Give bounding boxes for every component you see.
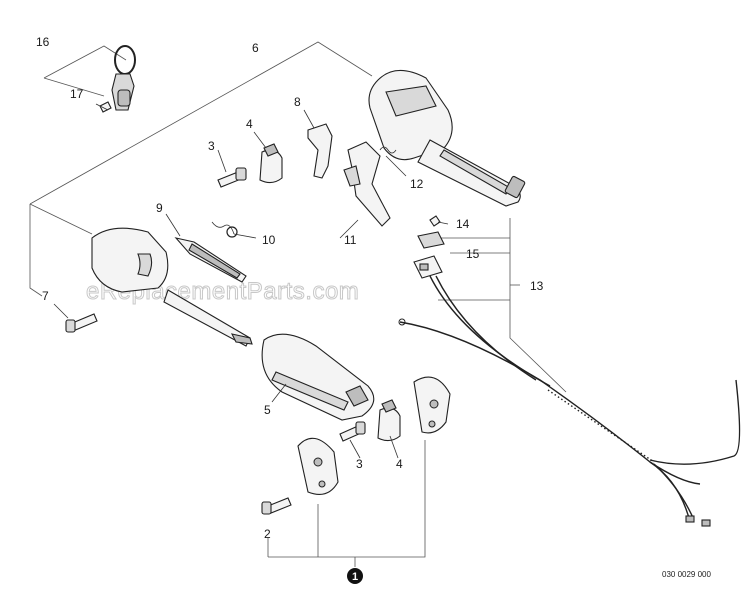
leader-lines (53, 103, 449, 459)
callout-7: 7 (42, 289, 49, 303)
assembly-badge: 1 (347, 568, 363, 584)
callout-8: 8 (294, 95, 301, 109)
handle-housing-part (368, 69, 526, 207)
throttle-cable-harness (398, 275, 741, 527)
clamp-ring-bottom-part (377, 399, 401, 442)
screw-3-bottom-part (339, 421, 366, 442)
callout-10: 10 (262, 233, 276, 247)
callout-14: 14 (456, 217, 470, 231)
handle-half-part (91, 227, 253, 347)
callout-3-top: 3 (208, 139, 215, 153)
callout-12: 12 (410, 177, 424, 191)
lockout-lever-part (307, 123, 333, 179)
throttle-trigger-part (343, 141, 391, 227)
callout-4-bottom: 4 (396, 457, 403, 471)
clamp-half-left-part (297, 437, 339, 495)
callout-2: 2 (264, 527, 271, 541)
link-bar-part (174, 237, 247, 283)
callout-17: 17 (70, 87, 84, 101)
screw-3-top-part (217, 167, 247, 188)
assembly-brackets (29, 41, 567, 567)
callout-6: 6 (252, 41, 259, 55)
switch-screw-14-part (429, 215, 441, 227)
callout-4-top: 4 (246, 117, 253, 131)
ring-clip-part (111, 45, 136, 111)
screw-17-part (99, 101, 112, 113)
callout-5: 5 (264, 403, 271, 417)
switch-housing-part (413, 255, 443, 279)
drawing-code: 030 0029 000 (662, 570, 711, 579)
callout-15: 15 (466, 247, 480, 261)
torsion-spring-10-part (211, 221, 238, 238)
assembly-badge-number: 1 (352, 571, 358, 583)
screw-7-part (65, 313, 98, 333)
spring-12-part (379, 146, 397, 154)
clamp-half-right-part (413, 376, 451, 434)
callout-16: 16 (36, 35, 50, 49)
stop-switch-15-part (417, 231, 445, 249)
grip-part (261, 333, 375, 421)
callout-11: 11 (344, 233, 357, 247)
callout-13: 13 (530, 279, 544, 293)
callout-labels: 16 17 6 8 4 3 12 9 10 11 14 15 13 7 5 3 … (36, 35, 544, 541)
callout-3-bottom: 3 (356, 457, 363, 471)
clamp-ring-top-part (259, 143, 283, 184)
callout-9: 9 (156, 201, 163, 215)
screw-2-part (261, 497, 292, 515)
